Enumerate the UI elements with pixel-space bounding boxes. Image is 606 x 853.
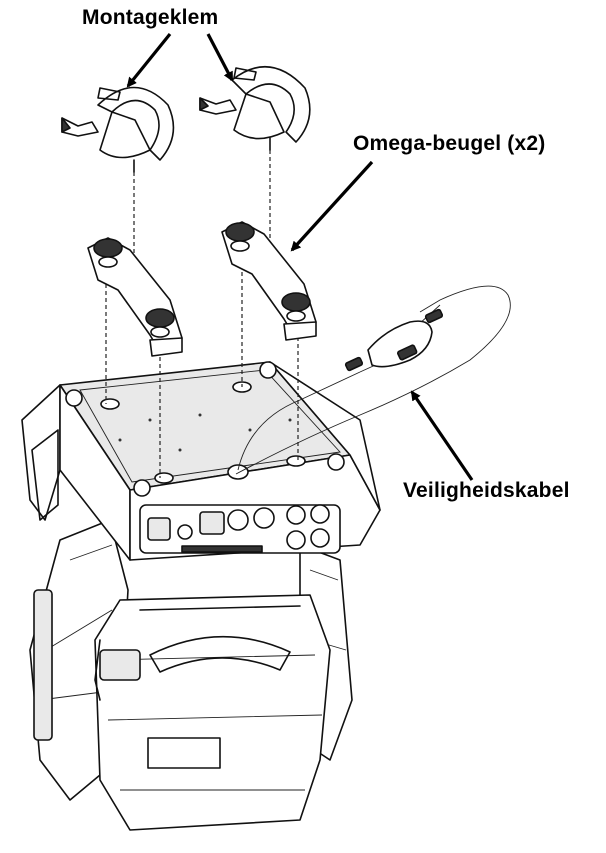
arrow-to-safety-cable	[410, 390, 474, 481]
dmx-out-3pin	[253, 507, 275, 529]
label-safety-cable: Veiligheidskabel	[403, 479, 570, 502]
dmx-in-3pin	[227, 509, 249, 531]
safety-cable	[235, 285, 511, 475]
omega-bracket-left	[87, 237, 183, 357]
arrow-to-omega-bracket	[290, 160, 374, 252]
front-cooling-fins	[147, 737, 221, 769]
label-omega-bracket: Omega-beugel (x2)	[353, 132, 546, 155]
fixture-base	[21, 361, 381, 561]
cable-sleeve	[367, 320, 433, 368]
base-side-grill	[31, 429, 59, 521]
power-out-connector	[199, 511, 225, 535]
fixture-head	[94, 594, 331, 831]
display-strip	[181, 545, 263, 553]
arrow-to-clamp-right	[206, 33, 234, 82]
mounting-clamp-right	[199, 66, 311, 151]
side-logo-panel	[33, 589, 53, 741]
head-top-grill	[149, 635, 291, 673]
power-in-connector	[147, 517, 171, 541]
omega-bracket-right	[221, 221, 317, 341]
dmx-out-5pin	[310, 504, 330, 524]
dmx-in-5pin	[286, 505, 306, 525]
fuse-holder	[177, 524, 193, 540]
label-mounting-clamp: Montageklem	[82, 6, 219, 29]
mounting-clamp-left	[61, 86, 175, 173]
alignment-guides	[105, 150, 299, 478]
arrow-to-clamp-left	[126, 32, 172, 88]
safety-eyelet	[227, 464, 249, 480]
callout-arrows	[126, 32, 474, 481]
